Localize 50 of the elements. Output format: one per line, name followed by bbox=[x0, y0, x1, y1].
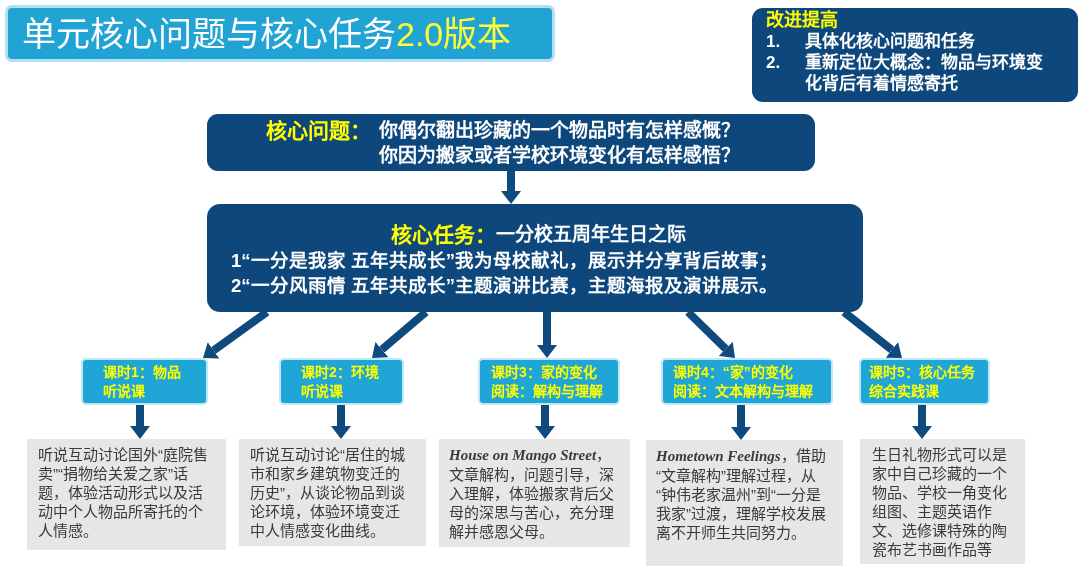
arrow bbox=[130, 405, 150, 439]
list-item-text: 具体化核心问题和任务 bbox=[805, 31, 976, 52]
version-text: 2.0版本 bbox=[396, 13, 512, 54]
heading-text: 核心问题： bbox=[266, 117, 372, 143]
lesson-title: 课时4：“家”的变化 bbox=[673, 363, 794, 382]
lesson-subtitle: 阅读：解构与理解 bbox=[491, 382, 604, 401]
title-banner bbox=[5, 5, 555, 62]
heading-text: 改进提高 bbox=[766, 10, 839, 31]
title-text: 单元核心问题与核心任务 bbox=[22, 13, 396, 54]
description-text: Hometown Feelings，借助“文章解构”理解过程，从“钟伟老家温州”到“一分是我家”过渡，理解学校发展离不开师生共同努力。 bbox=[656, 446, 827, 542]
arrow bbox=[731, 405, 751, 440]
description-box bbox=[439, 439, 630, 547]
note-panel bbox=[752, 8, 1078, 102]
lesson-title: 课时1：物品 bbox=[103, 363, 182, 382]
description-box bbox=[239, 439, 426, 546]
lesson-box bbox=[661, 358, 833, 405]
lesson-subtitle: 综合实践课 bbox=[869, 382, 940, 401]
lesson-box bbox=[859, 358, 990, 405]
lesson-subtitle: 阅读：文本解构与理解 bbox=[673, 382, 814, 401]
lesson-subtitle: 听说课 bbox=[103, 382, 146, 401]
arrow bbox=[685, 309, 738, 361]
task-text: 1“一分是我家 五年共成长”我为母校献礼，展示并分享背后故事； bbox=[231, 249, 779, 273]
lesson-title: 课时2：环境 bbox=[301, 363, 380, 382]
list-item-text: 重新定位大概念：物品与环境变化背后有着情感寄托 bbox=[805, 52, 1044, 94]
subheading-text: 一分校五周年生日之际 bbox=[495, 223, 686, 247]
lesson-box bbox=[81, 358, 208, 405]
description-text: 听说互动讨论国外“庭院售卖”“捐物给关爱之家”话题，体验活动形式以及活动中个人物品所寄托的个人情感。 bbox=[38, 445, 209, 540]
lesson-box bbox=[478, 358, 620, 405]
description-box bbox=[860, 439, 1025, 564]
description-box bbox=[27, 439, 226, 550]
list-number: 2. bbox=[766, 52, 782, 74]
task-box bbox=[207, 204, 863, 312]
lesson-title: 课时5：核心任务 bbox=[869, 363, 976, 382]
task-text: 2“一分风雨情 五年共成长”主题演讲比赛，主题海报及演讲展示。 bbox=[231, 274, 779, 298]
lesson-title: 课时3：家的变化 bbox=[491, 363, 598, 382]
lesson-subtitle: 听说课 bbox=[301, 382, 344, 401]
arrow bbox=[501, 171, 521, 204]
arrow bbox=[912, 405, 932, 439]
lesson-box bbox=[279, 358, 404, 405]
arrow bbox=[537, 312, 557, 358]
description-text: House on Mango Street，文章解构，问题引导，深入理解，体验搬家背后父母的深思与苦心，充分理解并感恩父母。 bbox=[449, 445, 615, 541]
heading-text: 核心任务： bbox=[390, 222, 496, 248]
question-text: 你偶尔翻出珍藏的一个物品时有怎样感慨？ bbox=[379, 118, 741, 143]
list-number: 1. bbox=[766, 31, 782, 52]
description-text: 生日礼物形式可以是家中自己珍藏的一个物品、学校一角变化组图、主题英语作文、选修课特殊的陶瓷布艺书画作品等 bbox=[872, 445, 1008, 559]
description-text: 听说互动讨论“居住的城市和家乡建筑物变迁的历史”，从谈论物品到谈论环境，体验环境变迁中人情感变化曲线。 bbox=[250, 445, 406, 540]
arrow bbox=[331, 405, 351, 439]
question-box bbox=[207, 114, 815, 171]
description-box bbox=[646, 440, 843, 566]
question-text: 你因为搬家或者学校环境变化有怎样感悟？ bbox=[379, 143, 741, 168]
